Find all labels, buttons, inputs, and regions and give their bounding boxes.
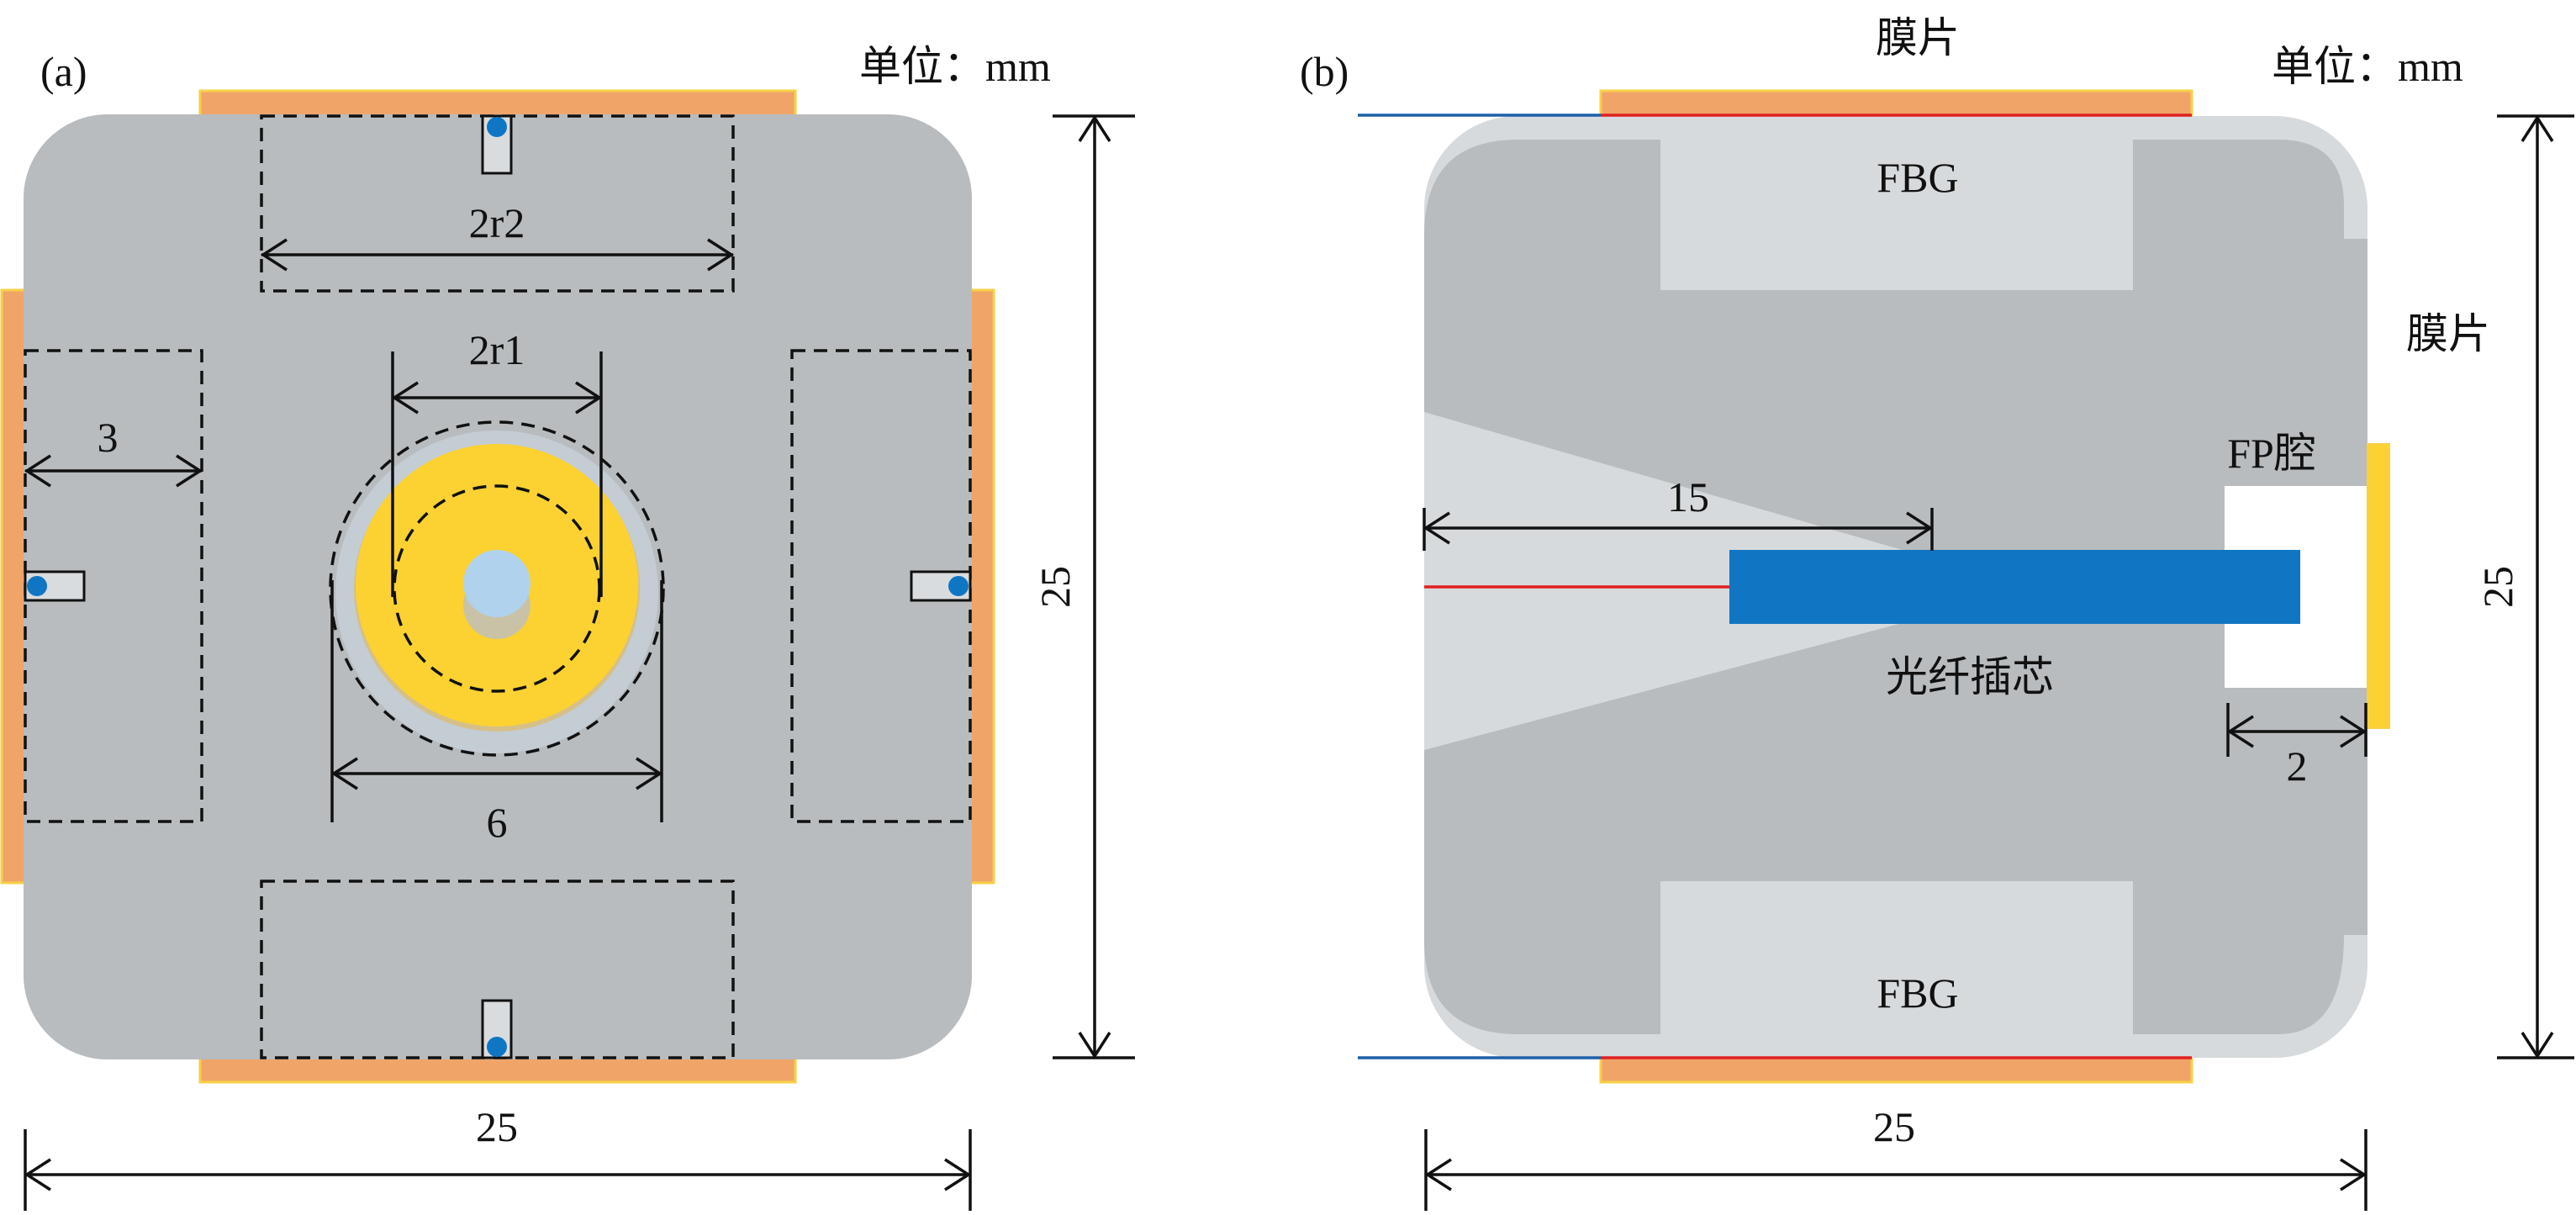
dim-height-a-label: 25 <box>1032 566 1079 608</box>
dim-height-b: 25 <box>2474 114 2574 1059</box>
center-hole <box>463 550 531 617</box>
panel-a-label: (a) <box>40 48 87 95</box>
fiber-marker-bottom <box>481 999 513 1059</box>
fiber-ferrule <box>1729 550 2300 624</box>
dim-6-label: 6 <box>487 799 508 846</box>
membrane-left-a <box>0 288 27 885</box>
ferrule-label: 光纤插芯 <box>1886 653 2054 700</box>
dim-3: 3 <box>24 414 203 488</box>
membrane-bottom-a <box>198 1055 797 1084</box>
dim-2r2: 2r2 <box>260 199 735 272</box>
dim-2: 2 <box>2226 703 2367 790</box>
sensor-body-cross-section <box>1424 140 2367 1034</box>
dim-height-a: 25 <box>1032 114 1135 1059</box>
dim-3-label: 3 <box>98 414 119 461</box>
panel-a: 2r2 2r1 3 6 <box>0 43 1135 1211</box>
fiber-marker-top <box>481 114 513 175</box>
slot-right-a <box>790 349 972 823</box>
panel-a-unit: 单位：mm <box>859 43 1051 90</box>
fbg-bottom-label: FBG <box>1877 969 1958 1017</box>
panel-b-label: (b) <box>1300 48 1349 95</box>
membrane-right-label: 膜片 <box>2406 310 2490 357</box>
fp-cavity-label: FP腔 <box>2227 430 2316 477</box>
dim-width-a-label: 25 <box>476 1103 518 1150</box>
membrane-bottom-b <box>1599 1055 2193 1084</box>
dim-15-label: 15 <box>1667 473 1709 520</box>
dim-2r1: 2r1 <box>391 326 603 597</box>
panel-b: 15 2 25 25 (b) <box>1300 14 2574 1211</box>
dim-6: 6 <box>330 580 663 846</box>
dim-height-b-label: 25 <box>2474 566 2521 608</box>
dim-width-a: 25 <box>24 1103 972 1211</box>
panel-b-unit: 单位：mm <box>2272 43 2463 90</box>
dim-15: 15 <box>1423 473 1934 551</box>
membrane-top-label: 膜片 <box>1876 14 1960 61</box>
membrane-right-b <box>2367 443 2390 729</box>
dim-2r1-label: 2r1 <box>469 326 525 373</box>
membrane-top-b <box>1599 89 2193 118</box>
fbg-top-label: FBG <box>1877 154 1958 201</box>
membrane-right-a <box>969 288 995 885</box>
dim-2-label: 2 <box>2287 742 2308 790</box>
membrane-top-a <box>198 89 797 118</box>
slot-top-a <box>260 114 735 293</box>
center-cavity <box>329 420 665 757</box>
fiber-marker-left <box>24 570 86 602</box>
dim-2r2-label: 2r2 <box>469 199 525 246</box>
fiber-marker-right <box>910 570 972 602</box>
dim-width-b: 25 <box>1424 1103 2367 1211</box>
dim-width-b-label: 25 <box>1873 1103 1915 1150</box>
